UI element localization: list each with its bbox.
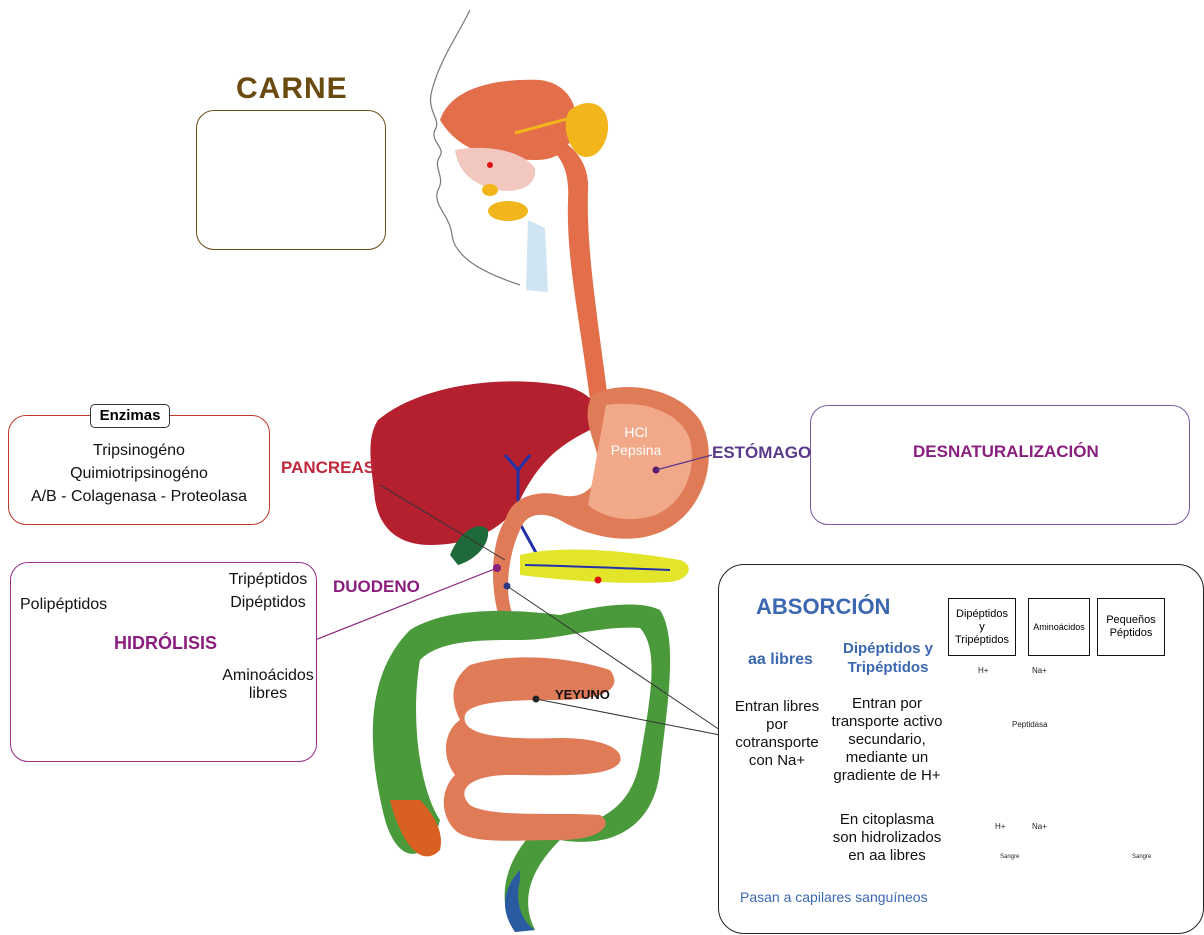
trachea	[526, 220, 548, 292]
hidrolisis-label: HIDRÓLISIS	[114, 633, 217, 654]
cell-label-h: H+	[978, 666, 988, 675]
polipeptidos-label: Polipéptidos	[20, 596, 107, 614]
absorcion-footer: Pasan a capilares sanguíneos	[740, 889, 928, 905]
cell-box-aminoacidos: Aminoácidos	[1028, 598, 1090, 656]
cell-label-na: Na+	[1032, 822, 1047, 831]
absorcion-title: ABSORCIÓN	[756, 594, 890, 620]
tripeptidos-label: Tripéptidos	[218, 571, 318, 589]
stomach-hcl-label: HCl	[606, 424, 666, 440]
duodeno-label: DUODENO	[333, 577, 420, 597]
cell-label-sangre: Sangre	[1000, 854, 1019, 860]
duodeno-box	[10, 562, 317, 762]
esophagus	[540, 130, 608, 400]
enzimas-tag: Enzimas	[90, 404, 170, 428]
salivary-gland-submandibular	[488, 201, 528, 221]
small-intestine	[444, 657, 621, 840]
cell-label-sangre: Sangre	[1132, 854, 1151, 860]
aminoacidos-label: Aminoácidos	[218, 667, 318, 685]
cell-label-peptidasa: Peptidasa	[1012, 720, 1048, 729]
yeyuno-label: YEYUNO	[555, 687, 610, 702]
citoplasma-text: en aa libres	[820, 847, 954, 865]
stomach-pepsina-label: Pepsina	[598, 442, 674, 458]
aa-libres-text: por	[722, 716, 832, 734]
estomago-label: ESTÓMAGO	[712, 443, 811, 463]
pancreas-label: PANCREAS	[281, 458, 375, 478]
citoplasma-text: En citoplasma	[820, 811, 954, 829]
estomago-box	[810, 405, 1190, 525]
enzima-item: Quimiotripsinogéno	[4, 465, 274, 483]
dipeptidos-heading-1: Dipéptidos y	[828, 640, 948, 657]
peptidos-text: Entran por	[820, 695, 954, 713]
desnaturalizacion-label: DESNATURALIZACIÓN	[913, 442, 1099, 462]
peptidos-text: mediante un	[820, 749, 954, 767]
peptidos-text: secundario,	[820, 731, 954, 749]
aa-libres-heading: aa libres	[748, 651, 813, 669]
dipeptidos-label: Dipéptidos	[218, 594, 318, 612]
enzima-item: Tripsinogéno	[4, 442, 274, 460]
aa-libres-text: Entran libres	[722, 698, 832, 716]
citoplasma-text: son hidrolizados	[820, 829, 954, 847]
cell-label-na: Na+	[1032, 666, 1047, 675]
peptidos-text: gradiente de H+	[820, 767, 954, 785]
libres-label: libres	[218, 685, 318, 703]
dipeptidos-heading-2: Tripéptidos	[828, 659, 948, 676]
aa-libres-text: cotransporte	[722, 734, 832, 752]
enzima-item: A/B - Colagenasa - Proteolasa	[4, 488, 274, 506]
peptidos-text: transporte activo	[820, 713, 954, 731]
aa-libres-text: con Na+	[722, 752, 832, 770]
cell-label-h: H+	[995, 822, 1005, 831]
carne-box	[196, 110, 386, 250]
carne-title: CARNE	[236, 72, 348, 106]
